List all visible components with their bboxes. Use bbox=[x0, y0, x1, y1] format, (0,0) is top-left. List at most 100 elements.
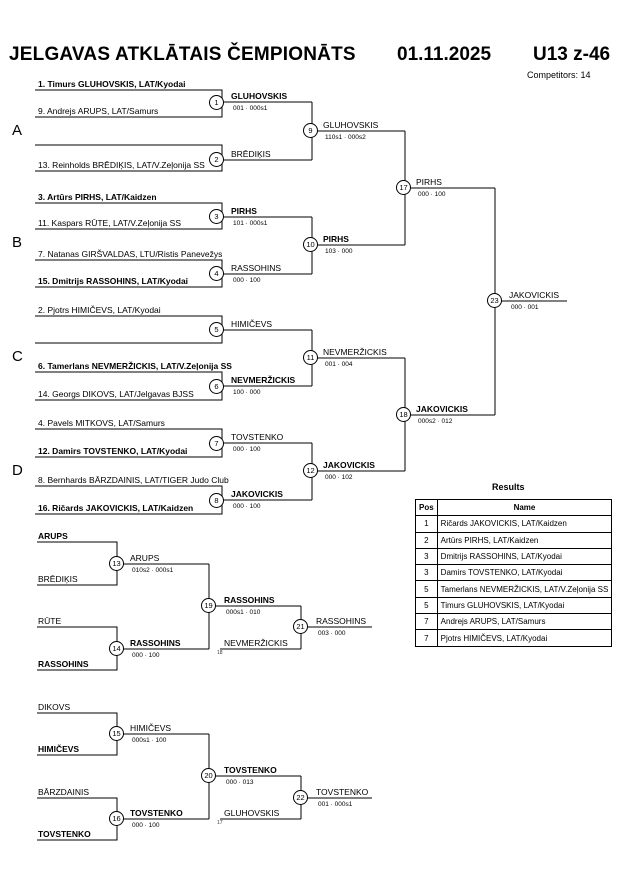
result-name: Damirs TOVSTENKO, LAT/Kyodai bbox=[436, 564, 613, 582]
match-number: 22 bbox=[293, 790, 308, 805]
match-winner: PIRHS bbox=[416, 177, 442, 187]
match-number: 5 bbox=[209, 322, 224, 337]
result-name: Ričards JAKOVICKIS, LAT/Kaidzen bbox=[436, 515, 613, 533]
entrant: 9. Andrejs ARUPS, LAT/Samurs bbox=[38, 106, 159, 116]
result-name: Dmitrijs RASSOHINS, LAT/Kyodai bbox=[436, 547, 613, 566]
match-score: 000 · 100 bbox=[233, 277, 261, 284]
match-number: 8 bbox=[209, 493, 224, 508]
match-winner: TOVSTENKO bbox=[130, 808, 183, 818]
match-score: 000s1 · 010 bbox=[226, 609, 261, 616]
event-date: 01.11.2025 bbox=[397, 44, 492, 65]
match-number: 17 bbox=[396, 180, 411, 195]
pool-label-a: A bbox=[12, 122, 23, 139]
match-score: 010s2 · 000s1 bbox=[132, 567, 174, 574]
match-score: 001 · 004 bbox=[325, 361, 353, 368]
pool-label-c: C bbox=[12, 348, 23, 365]
match-number: 13 bbox=[109, 556, 124, 571]
repechage-player: RŪTE bbox=[38, 616, 62, 626]
final-winner: JAKOVICKIS bbox=[509, 290, 560, 300]
competitors-count: Competitors: 14 bbox=[527, 70, 591, 80]
entrant: 14. Georgs DIKOVS, LAT/Jelgavas BJSS bbox=[38, 389, 194, 399]
bronze-winner: RASSOHINS bbox=[316, 616, 367, 626]
match-number: 7 bbox=[209, 436, 224, 451]
match-score: 000 · 100 bbox=[132, 822, 160, 829]
repechage-player: BĀRZDAINIS bbox=[38, 787, 90, 797]
match-winner: RASSOHINS bbox=[224, 595, 275, 605]
match-score: 000s1 · 100 bbox=[132, 737, 167, 744]
match-score: 000s2 · 012 bbox=[418, 418, 453, 425]
match-winner: ARUPS bbox=[130, 553, 160, 563]
match-number: 16 bbox=[109, 811, 124, 826]
match-winner: NEVMERŽICKIS bbox=[231, 375, 296, 385]
match-score: 103 · 000 bbox=[325, 248, 353, 255]
repechage-player: ARUPS bbox=[38, 531, 68, 541]
repechage-loser: NEVMERŽICKIS bbox=[224, 638, 288, 648]
entrant: 7. Natanas GIRŠVALDAS, LTU/Ristis Paneve… bbox=[38, 249, 223, 259]
match-score: 001 · 000s1 bbox=[318, 801, 353, 808]
name-header: Name bbox=[436, 498, 613, 517]
match-score: 000 · 100 bbox=[233, 446, 261, 453]
match-winner: JAKOVICKIS bbox=[323, 460, 375, 470]
match-winner: JAKOVICKIS bbox=[231, 489, 283, 499]
match-winner: RASSOHINS bbox=[130, 638, 181, 648]
repechage-player: BRĒDIĶIS bbox=[38, 574, 78, 584]
results-header-row: Pos Name bbox=[415, 498, 613, 517]
result-name: Artūrs PIRHS, LAT/Kaidzen bbox=[436, 531, 613, 549]
match-score: 003 · 000 bbox=[318, 630, 346, 637]
match-winner: GLUHOVSKIS bbox=[323, 120, 379, 130]
match-score: 000 · 013 bbox=[226, 779, 254, 786]
loser-from-match: 18 bbox=[217, 650, 223, 656]
result-pos: 3 bbox=[415, 564, 438, 582]
match-number: 21 bbox=[293, 619, 308, 634]
match-winner: BRĒDIĶIS bbox=[231, 149, 271, 159]
match-score: 000 · 100 bbox=[233, 503, 261, 510]
weight-category: U13 z-46 bbox=[533, 44, 611, 65]
match-score: 000 · 100 bbox=[132, 652, 160, 659]
entrant: 12. Damirs TOVSTENKO, LAT/Kyodai bbox=[38, 446, 188, 456]
match-winner: TOVSTENKO bbox=[231, 432, 284, 442]
pool-label-d: D bbox=[12, 462, 23, 479]
match-number: 15 bbox=[109, 726, 124, 741]
result-pos: 5 bbox=[415, 580, 438, 598]
result-pos: 7 bbox=[415, 613, 438, 631]
match-number: 9 bbox=[303, 123, 318, 138]
match-winner: HIMIČEVS bbox=[231, 319, 273, 329]
match-winner: PIRHS bbox=[231, 206, 257, 216]
result-name: Pjotrs HIMIČEVS, LAT/Kyodai bbox=[436, 629, 613, 647]
loser-from-match: 17 bbox=[217, 820, 223, 826]
bronze-winner: TOVSTENKO bbox=[316, 787, 369, 797]
match-winner: PIRHS bbox=[323, 234, 349, 244]
match-number: 11 bbox=[303, 350, 318, 365]
entrant: 2. Pjotrs HIMIČEVS, LAT/Kyodai bbox=[38, 305, 161, 315]
match-number: 20 bbox=[201, 768, 216, 783]
result-name: Timurs GLUHOVSKIS, LAT/Kyodai bbox=[436, 596, 613, 615]
match-number: 2 bbox=[209, 152, 224, 167]
repechage-player: RASSOHINS bbox=[38, 659, 89, 669]
match-winner: GLUHOVSKIS bbox=[231, 91, 288, 101]
match-number: 1 bbox=[209, 95, 224, 110]
match-score: 000 · 001 bbox=[511, 304, 539, 311]
entrant: 16. Ričards JAKOVICKIS, LAT/Kaidzen bbox=[38, 503, 194, 513]
match-score: 101 · 000s1 bbox=[233, 220, 268, 227]
repechage-player: DIKOVS bbox=[38, 702, 71, 712]
match-score: 100 · 000 bbox=[233, 389, 261, 396]
match-number: 10 bbox=[303, 237, 318, 252]
entrant: 4. Pavels MITKOVS, LAT/Samurs bbox=[38, 418, 165, 428]
match-number: 12 bbox=[303, 463, 318, 478]
result-pos: 1 bbox=[415, 515, 438, 533]
result-pos: 2 bbox=[415, 531, 438, 549]
match-number: 23 bbox=[487, 293, 502, 308]
entrant: 11. Kaspars RŪTE, LAT/V.Zeļonija SS bbox=[38, 218, 181, 228]
entrant: 6. Tamerlans NEVMERŽICKIS, LAT/V.Zeļonij… bbox=[38, 361, 232, 371]
result-pos: 7 bbox=[415, 629, 438, 647]
match-number: 18 bbox=[396, 407, 411, 422]
match-number: 4 bbox=[209, 266, 224, 281]
entrant: 3. Artūrs PIRHS, LAT/Kaidzen bbox=[38, 192, 157, 202]
repechage-loser: GLUHOVSKIS bbox=[224, 808, 280, 818]
entrant: 13. Reinholds BRĒDIĶIS, LAT/V.Zeļonija S… bbox=[38, 160, 205, 170]
